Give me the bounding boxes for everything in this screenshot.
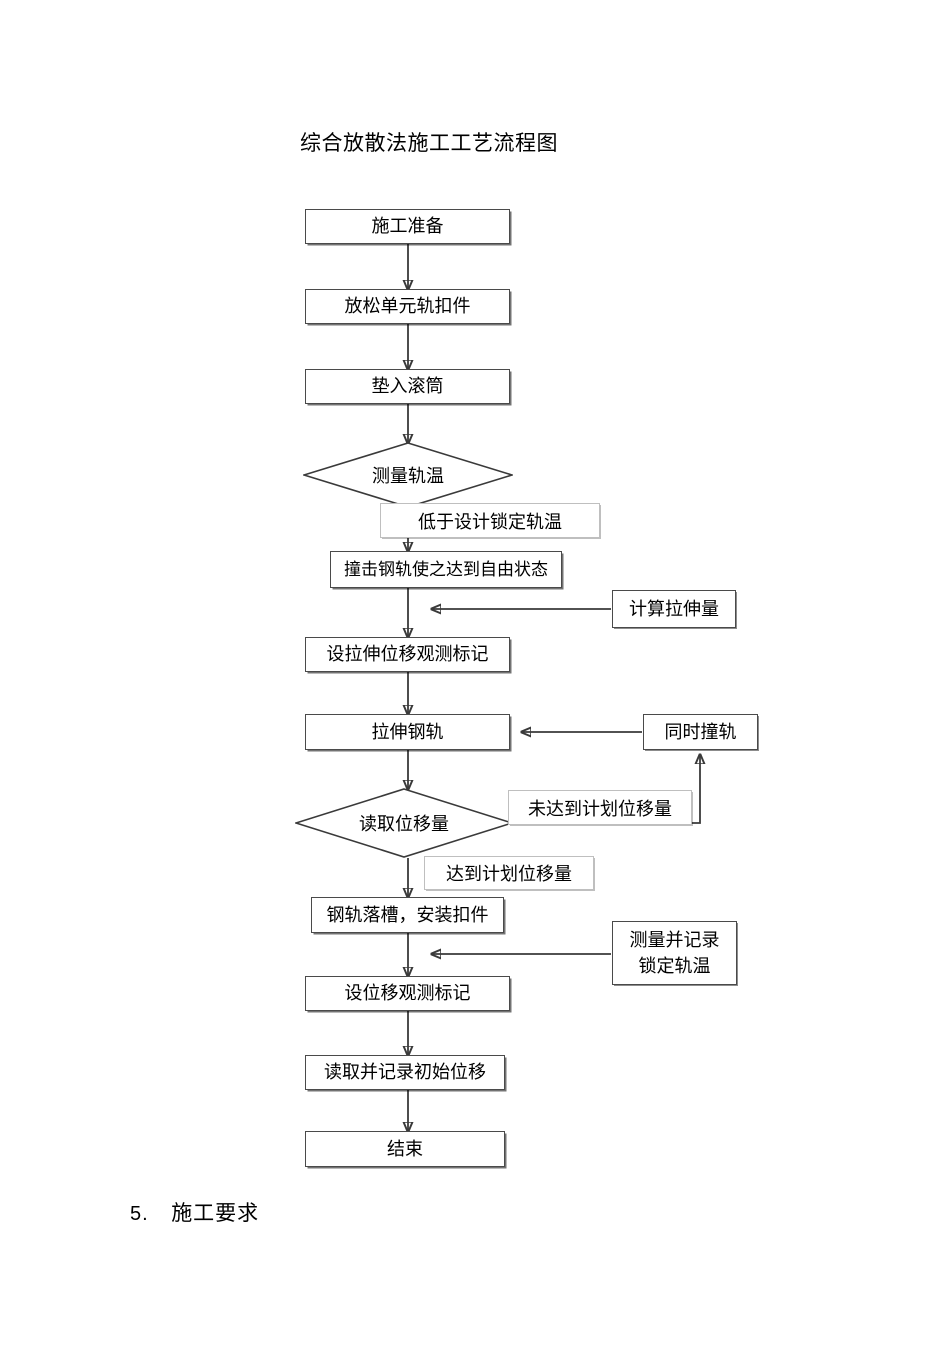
flow-node-rail-seating-install-fasteners[interactable]: 钢轨落槽，安装扣件: [311, 897, 504, 933]
flow-node-construction-preparation[interactable]: 施工准备: [305, 209, 510, 244]
flow-decision-read-displacement[interactable]: 读取位移量: [295, 788, 513, 858]
section-heading-text: 施工要求: [171, 1201, 260, 1225]
flow-node-set-displacement-marks[interactable]: 设位移观测标记: [305, 976, 510, 1011]
flow-decision-label-1: 测量轨温: [372, 466, 444, 486]
flow-node-read-record-initial-displacement[interactable]: 读取并记录初始位移: [305, 1055, 505, 1090]
flow-decision-measure-rail-temperature[interactable]: 测量轨温: [303, 442, 513, 508]
flow-node-strike-rail-to-free-state[interactable]: 撞击钢轨使之达到自由状态: [330, 551, 562, 588]
flow-node-measure-record-locking-temperature[interactable]: 测量并记录 锁定轨温: [612, 921, 737, 985]
flow-node-set-stretch-displacement-marks[interactable]: 设拉伸位移观测标记: [305, 637, 510, 672]
diamond-shape-2: [295, 788, 513, 858]
section-heading-number: 5.: [130, 1203, 149, 1225]
flow-node-loosen-unit-rail-fasteners[interactable]: 放松单元轨扣件: [305, 289, 510, 324]
flow-node-stretch-rail[interactable]: 拉伸钢轨: [305, 714, 510, 750]
flow-node-calculate-stretch-amount[interactable]: 计算拉伸量: [612, 590, 736, 628]
edge-label-below-design-locking-temperature: 低于设计锁定轨温: [380, 503, 600, 538]
edge-label-planned-displacement-not-reached: 未达到计划位移量: [508, 790, 692, 825]
flow-node-insert-rollers[interactable]: 垫入滚筒: [305, 369, 510, 404]
measure-record-line1: 测量并记录: [629, 929, 720, 950]
flow-node-simultaneous-rail-striking[interactable]: 同时撞轨: [643, 714, 758, 750]
edge-label-planned-displacement-reached: 达到计划位移量: [424, 856, 594, 890]
measure-record-line2: 锁定轨温: [638, 956, 711, 976]
page-title: 综合放散法施工工艺流程图: [300, 131, 558, 155]
measure-record-text: 测量并记录 锁定轨温: [630, 927, 720, 979]
section-heading: 5. 施工要求: [130, 1197, 259, 1227]
flow-node-end[interactable]: 结束: [305, 1131, 505, 1167]
flow-decision-label-2: 读取位移量: [359, 814, 449, 834]
